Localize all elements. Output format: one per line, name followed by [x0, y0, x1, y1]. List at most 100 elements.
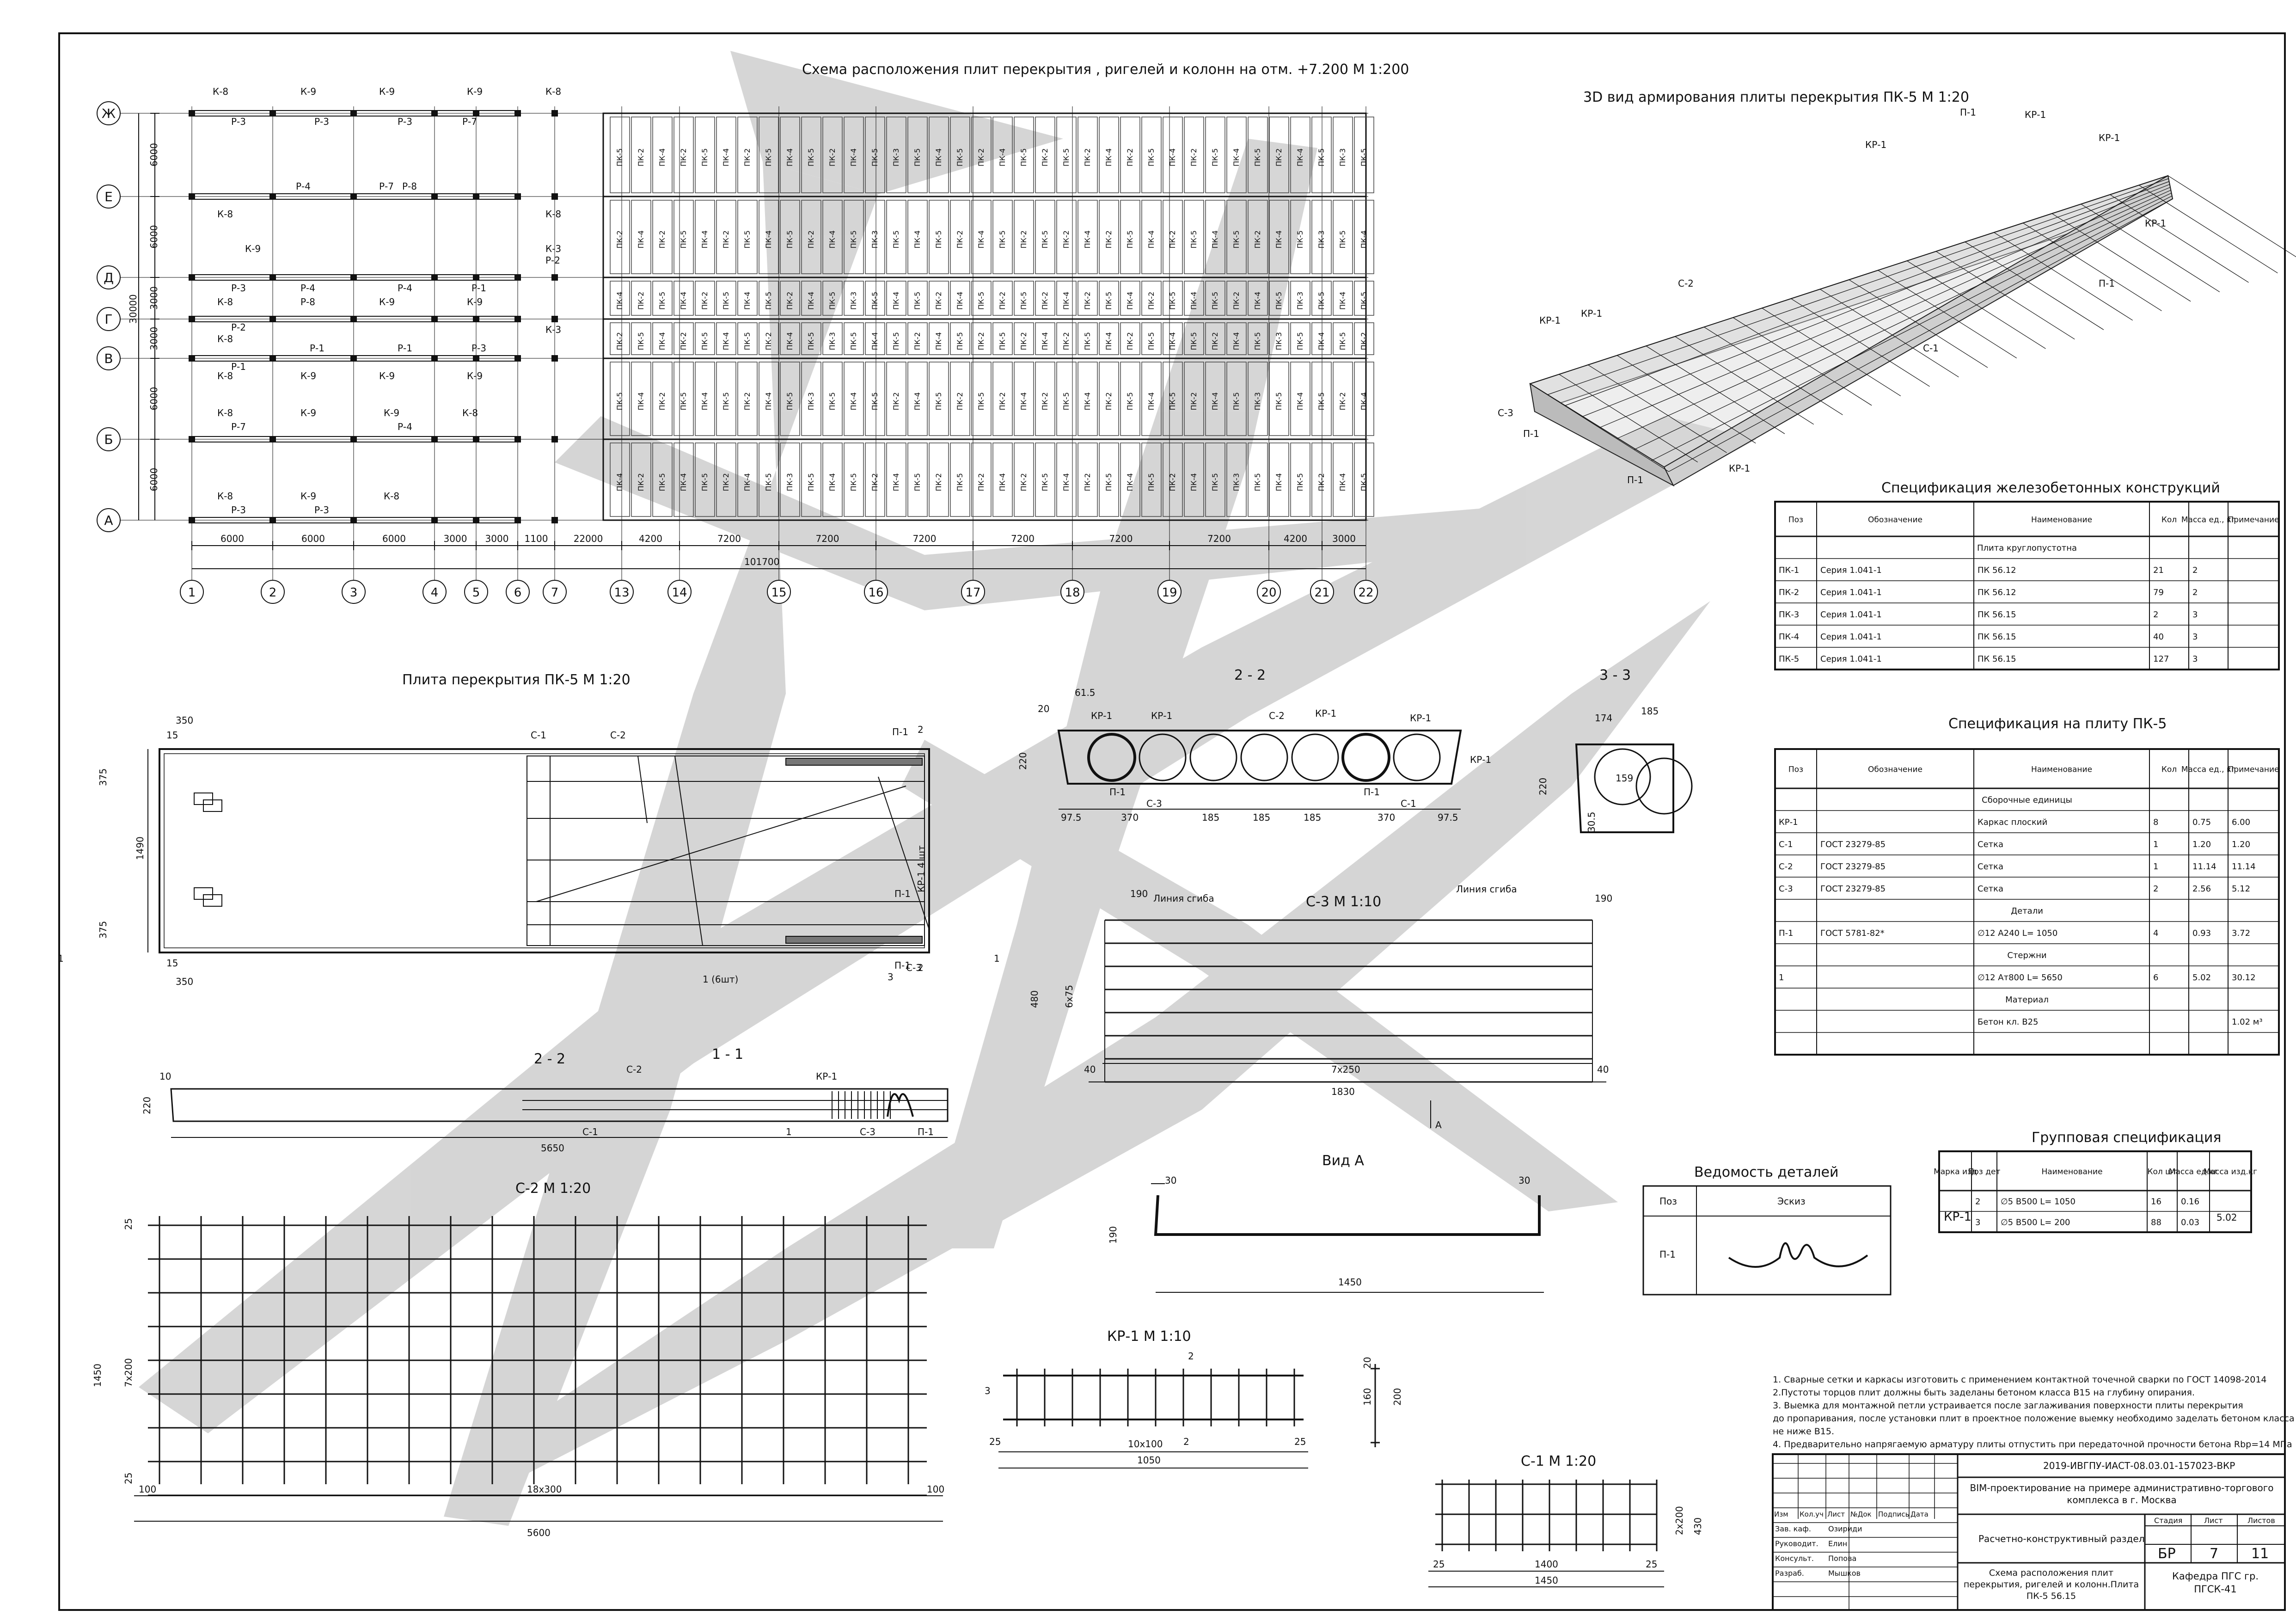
plan-slab-label: ПК-4	[828, 473, 837, 491]
plan-slab-label: ПК-4	[913, 230, 922, 248]
plan-slab	[1099, 362, 1119, 436]
stamp-sheets: 11	[2251, 1546, 2269, 1562]
stamp-stage: БР	[2158, 1546, 2176, 1562]
slab-375b: 375	[98, 921, 109, 939]
note-line: 3. Выемка для монтажной петли устраивает…	[1773, 1401, 2243, 1411]
plan-slab	[1163, 322, 1183, 355]
table-section: Стержни	[2007, 951, 2046, 960]
slab-plan-group: Плита перекрытия ПК-5 М 1:20 1490 375 37…	[58, 672, 1000, 987]
stamp-name: Елин	[1828, 1539, 1847, 1548]
plan-column	[189, 316, 195, 322]
plan-column	[551, 436, 558, 442]
sec22-title: 2 - 2	[1234, 667, 1266, 683]
table-header: Наименование	[2041, 1167, 2102, 1177]
plan-column	[551, 110, 558, 117]
plan-slab	[992, 442, 1013, 517]
plan-row-marker	[97, 101, 121, 125]
plan-slab-label: ПК-5	[1189, 332, 1198, 350]
v3d-long-bar	[1651, 196, 2173, 461]
plan-column	[350, 193, 357, 200]
plan-slab	[631, 200, 651, 274]
plan-row-label: Б	[104, 432, 113, 447]
kr1-25b: 25	[1294, 1436, 1306, 1447]
vidA-30b: 30	[1518, 1175, 1530, 1186]
plan-row-marker	[97, 346, 121, 370]
plan-slab-label: ПК-2	[1104, 230, 1113, 248]
plan-mark-label: Р-1	[398, 343, 412, 354]
plan-slab	[610, 442, 630, 517]
v3d-cross-bar	[1646, 345, 1785, 434]
plan-col-marker	[961, 580, 985, 604]
c3-bend-a: Линия сгиба	[1153, 893, 1214, 904]
plan-slab	[737, 117, 758, 193]
plan-total-length: 101700	[744, 556, 779, 567]
plan-slab-label: ПК-5	[1147, 332, 1156, 350]
plan-col-marker	[261, 580, 285, 604]
table-cell: ПК-4	[1779, 632, 1799, 642]
plan-slab	[992, 200, 1013, 274]
plan-slab	[1056, 442, 1077, 517]
c2-18x300: 18x300	[527, 1484, 562, 1495]
plan-slab	[695, 322, 715, 355]
plan-slab-label: ПК-5	[700, 473, 709, 491]
plan-slab	[844, 442, 864, 517]
plan-slab	[992, 117, 1013, 193]
plan-slab-label: ПК-5	[1232, 392, 1241, 410]
plan-col-dim: 6000	[382, 533, 406, 544]
plan-mark-label: К-9	[300, 491, 316, 502]
plan-mark-label: К-9	[379, 296, 395, 307]
stamp-name: Мышков	[1828, 1569, 1861, 1578]
spec1-group: Спецификация железобетонных конструкций …	[1774, 480, 2280, 670]
plan-slab	[822, 442, 843, 517]
plan-slab	[1056, 117, 1077, 193]
plan-slab	[1163, 442, 1183, 517]
kr1-pos-label: 3	[985, 1385, 991, 1396]
loop-sketch-icon	[1728, 1242, 1868, 1268]
plan-slab-label: ПК-5	[1147, 148, 1156, 166]
plan-mark-label: К-8	[217, 209, 233, 220]
plan-col-marker	[610, 580, 634, 604]
plan-col-label: 4	[431, 586, 439, 600]
v3d-label: С-3	[1498, 407, 1513, 418]
plan-slab	[695, 442, 715, 517]
plan-slab-label: ПК-5	[1317, 292, 1326, 310]
plan-mark-label: Р-3	[314, 116, 329, 127]
plan-slab	[929, 281, 949, 316]
plan-slab-label: ПК-2	[1083, 292, 1092, 310]
plan-slab-label: ПК-4	[679, 473, 688, 491]
plan-slab-bay	[602, 438, 1367, 521]
plan-slab	[1141, 200, 1162, 274]
slab-ref-label: 3	[888, 971, 894, 983]
v3d-label: КР-1	[2025, 109, 2046, 120]
plan-slab	[907, 322, 928, 355]
plan-row-marker	[97, 184, 121, 209]
plan-slab-label: ПК-4	[1338, 473, 1347, 491]
plan-slab-label: ПК-3	[1253, 392, 1262, 410]
sec22-void	[1139, 733, 1187, 781]
plan-col-marker	[422, 580, 447, 604]
v3d-cross-bar	[1588, 364, 1727, 453]
v3d-cross-bar	[2110, 194, 2249, 283]
plan-slab	[929, 442, 949, 517]
plan-slab-label: ПК-5	[807, 148, 815, 166]
plan-slab	[780, 362, 800, 436]
plan-slab-label: ПК-4	[743, 292, 752, 310]
plan-slab-label: ПК-4	[658, 332, 667, 350]
plan-slab-label: ПК-5	[1168, 292, 1177, 310]
stamp-head: Подпись	[1878, 1510, 1909, 1518]
plan-col-dim: 4200	[639, 533, 662, 544]
plan-slab-label: ПК-5	[1253, 332, 1262, 350]
plan-mark-label: Р-8	[402, 181, 417, 192]
note-line: 1. Сварные сетки и каркасы изготовить с …	[1773, 1375, 2267, 1385]
plan-slab-label: ПК-5	[764, 473, 773, 491]
sec22-label: КР-1	[1315, 708, 1336, 719]
plan-slab-label: ПК-2	[1317, 473, 1326, 491]
sec22b-title: 2 - 2	[534, 1051, 565, 1067]
plan-slab	[1205, 442, 1225, 517]
table-cell: 11.14	[2192, 862, 2216, 872]
plan-mark-label: К-8	[545, 209, 561, 220]
plan-slab-label: ПК-5	[1041, 473, 1049, 491]
plan-slab-label: ПК-3	[1296, 292, 1304, 310]
